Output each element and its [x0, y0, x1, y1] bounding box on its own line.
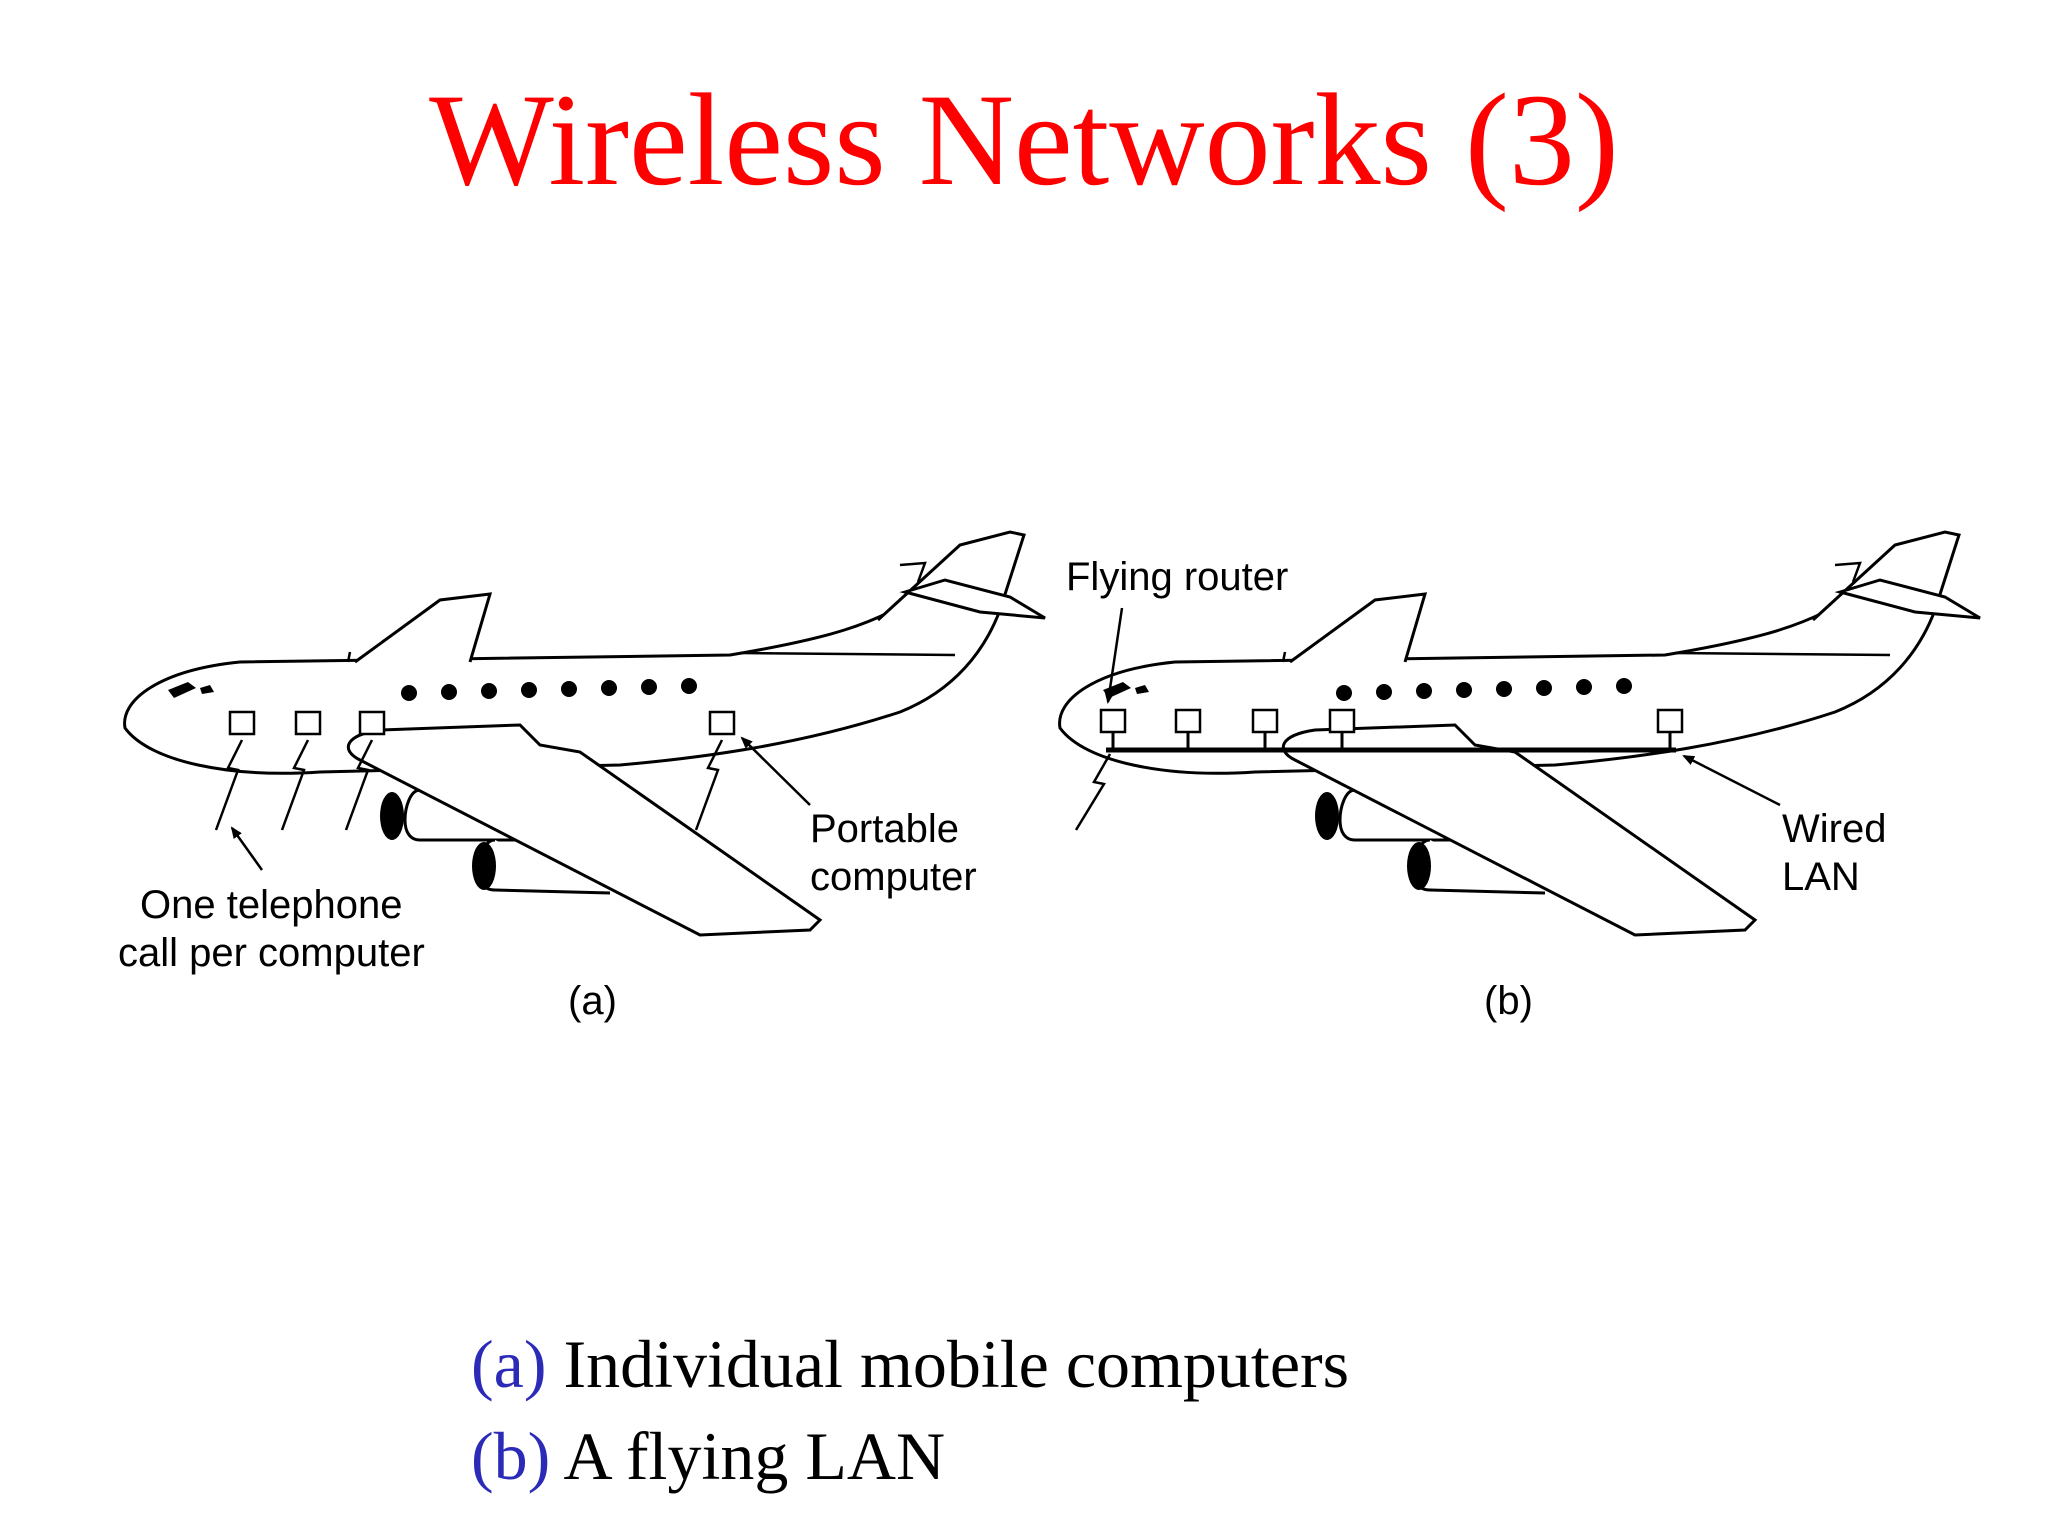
portable-computer-icon [228, 710, 256, 736]
lan-computer-icon [1251, 708, 1279, 734]
caption-tag-a: (a) [471, 1326, 547, 1402]
label-portable-line2: computer [810, 855, 977, 899]
caption-item-b: (b) A flying LAN [471, 1410, 1349, 1502]
portable-computer-icon [294, 710, 322, 736]
lan-computers-b [1099, 708, 1684, 734]
portable-computer-icon [358, 710, 386, 736]
label-call-line2: call per computer [118, 931, 425, 975]
slide-title: Wireless Networks (3) [429, 66, 1619, 213]
lightning-icon [694, 739, 724, 831]
arrow-portable [740, 736, 811, 806]
lightning-icon [344, 739, 374, 831]
lan-computer-icon [1656, 708, 1684, 734]
radio-links-a [214, 739, 724, 831]
label-wired-line2: LAN [1782, 855, 1860, 899]
lightning-icon [214, 739, 244, 831]
arrow-call [230, 826, 264, 871]
arrow-router [1104, 607, 1124, 704]
airplane-a: Portable computer One telephone call per… [118, 530, 1047, 1023]
caption-text-b: A flying LAN [563, 1418, 946, 1494]
router-computer-icon [1099, 708, 1127, 734]
figure-b-label: (b) [1484, 979, 1533, 1023]
figure-caption: (a) Individual mobile computers (b) A fl… [471, 1318, 1349, 1502]
lightning-icon [1074, 753, 1112, 831]
caption-item-a: (a) Individual mobile computers [471, 1318, 1349, 1410]
label-call-line1: One telephone [140, 883, 402, 927]
label-flying-router: Flying router [1066, 555, 1288, 599]
figure-a-label: (a) [568, 979, 617, 1023]
portable-computers-a [228, 710, 736, 736]
lan-drops [1111, 732, 1672, 750]
lan-computer-icon [1174, 708, 1202, 734]
arrow-wired-lan [1682, 754, 1781, 807]
airplane-b: Flying router Wired LAN (b) [1058, 530, 1982, 1023]
lan-computer-icon [1328, 708, 1356, 734]
lightning-icon [280, 739, 310, 831]
label-wired-line1: Wired [1782, 807, 1886, 851]
caption-text-a: Individual mobile computers [563, 1326, 1350, 1402]
portable-computer-icon [708, 710, 736, 736]
label-portable-line1: Portable [810, 807, 959, 851]
caption-tag-b: (b) [471, 1418, 551, 1494]
